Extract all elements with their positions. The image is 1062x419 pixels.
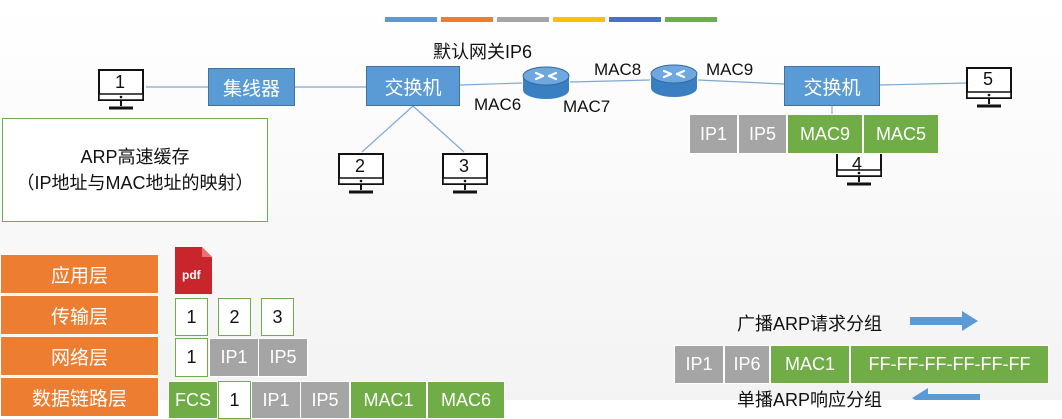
right-frame-mac9: MAC9 — [787, 114, 863, 154]
layer-datalink: 数据链路层 — [0, 377, 159, 417]
broadcast-cell-ip1: IP1 — [674, 345, 724, 384]
transport-cell-3: 3 — [261, 298, 294, 336]
pc-1-label: 1 — [115, 72, 126, 92]
layer-transport: 传输层 — [0, 295, 159, 335]
network-links — [146, 79, 967, 153]
router-right-icon[interactable] — [649, 62, 699, 100]
transport-cell-2: 2 — [218, 298, 251, 336]
switch-left-node[interactable]: 交换机 — [366, 66, 460, 106]
broadcast-cell-ip6: IP6 — [724, 345, 770, 384]
pc-4-label: 4 — [852, 154, 863, 174]
color-bar-1 — [385, 17, 437, 22]
mac6-label: MAC6 — [474, 95, 522, 114]
link-cell-ip1: IP1 — [251, 381, 301, 419]
color-bar-5 — [609, 17, 661, 22]
pc-3-label: 3 — [459, 156, 470, 176]
gateway-label: 默认网关IP6 — [433, 42, 533, 62]
broadcast-label: 广播ARP请求分组 — [737, 314, 883, 334]
pc-2-icon[interactable]: 2 — [337, 152, 387, 196]
arp-cache-title: ARP高速缓存 — [80, 147, 190, 167]
pc-2-label: 2 — [355, 156, 366, 176]
mac9-label: MAC9 — [706, 60, 754, 79]
transport-cell-1: 1 — [175, 298, 208, 336]
color-bar-2 — [441, 17, 493, 22]
arp-cache-box: ARP高速缓存 （IP地址与MAC地址的映射） — [2, 118, 268, 222]
network-cell-data: 1 — [175, 338, 208, 377]
mac8-label: MAC8 — [594, 60, 642, 79]
broadcast-arrow-icon — [910, 311, 978, 331]
arp-cache-subtitle: （IP地址与MAC地址的映射） — [16, 173, 254, 193]
broadcast-cell-mac1: MAC1 — [770, 345, 850, 384]
network-cell-ip1: IP1 — [209, 338, 259, 377]
layer-network: 网络层 — [0, 336, 159, 376]
color-bar-3 — [497, 17, 549, 22]
link-cell-mac1: MAC1 — [350, 381, 427, 419]
link-cell-mac6: MAC6 — [427, 381, 505, 419]
link-cell-fcs: FCS — [168, 381, 218, 419]
right-frame-ip1: IP1 — [689, 114, 738, 154]
layer-application: 应用层 — [0, 254, 159, 294]
network-cell-ip5: IP5 — [258, 338, 308, 377]
unicast-label: 单播ARP响应分组 — [737, 390, 883, 410]
link-cell-ip5: IP5 — [300, 381, 350, 419]
pc-3-icon[interactable]: 3 — [441, 152, 491, 196]
color-bar-6 — [665, 17, 717, 22]
pc-5-label: 5 — [983, 69, 994, 89]
pdf-label: pdf — [182, 268, 201, 282]
router-left-icon[interactable] — [521, 64, 571, 102]
pdf-icon[interactable]: pdf — [175, 247, 212, 294]
right-frame-ip5: IP5 — [738, 114, 787, 154]
switch-right-node[interactable]: 交换机 — [784, 66, 880, 106]
color-bar-4 — [553, 17, 605, 22]
pc-1-icon[interactable]: 1 — [97, 68, 147, 112]
pc-5-icon[interactable]: 5 — [965, 66, 1015, 110]
right-frame-mac5: MAC5 — [863, 114, 939, 154]
hub-node[interactable]: 集线器 — [208, 68, 295, 106]
link-cell-data: 1 — [218, 381, 251, 419]
broadcast-cell-broadcast-mac: FF-FF-FF-FF-FF-FF — [850, 345, 1049, 384]
mac7-label: MAC7 — [563, 97, 611, 116]
unicast-arrow-icon — [912, 388, 980, 400]
